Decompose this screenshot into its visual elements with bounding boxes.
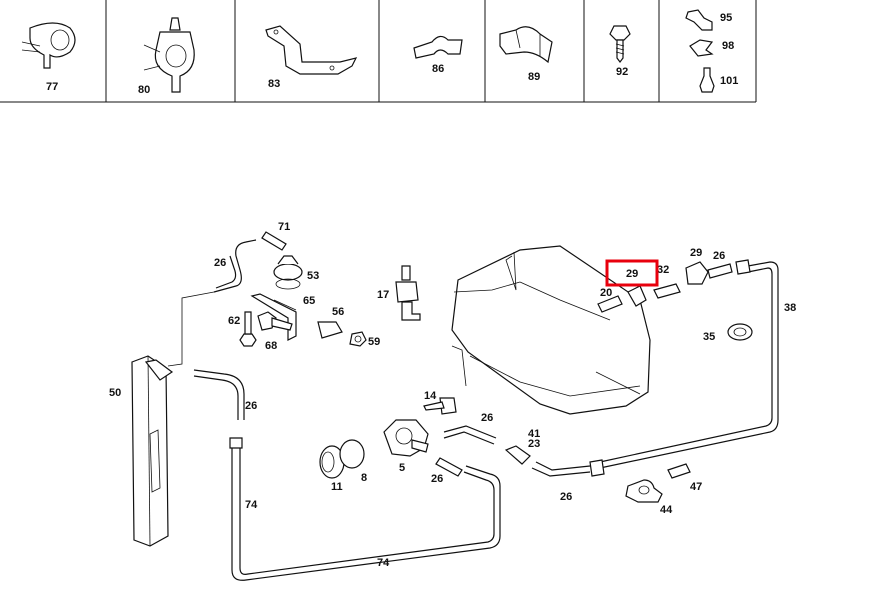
- label-26: 26: [560, 491, 572, 503]
- hose-26-top-left[interactable]: [213, 239, 257, 293]
- hose-38[interactable]: [599, 261, 779, 469]
- pipe-47[interactable]: [667, 463, 691, 479]
- label-17: 17: [377, 289, 389, 301]
- label-47: 47: [690, 481, 702, 493]
- clip-44[interactable]: [625, 479, 663, 503]
- cap-101-icon[interactable]: [699, 67, 715, 93]
- hose-74[interactable]: [231, 444, 501, 581]
- label-101: 101: [720, 75, 738, 87]
- label-56: 56: [332, 306, 344, 318]
- purge-valve-5[interactable]: [383, 419, 429, 457]
- clip-89-icon[interactable]: [499, 26, 553, 64]
- hose-26-lower-right[interactable]: [535, 461, 591, 471]
- screw-68[interactable]: [257, 311, 293, 331]
- label-86: 86: [432, 63, 444, 75]
- label-62: 62: [228, 315, 240, 327]
- label-89: 89: [528, 71, 540, 83]
- fitting-56[interactable]: [317, 321, 343, 339]
- elbow-95-icon[interactable]: [685, 9, 713, 31]
- elbow-29[interactable]: [685, 261, 709, 285]
- check-valve-17[interactable]: [395, 265, 421, 321]
- clip-86-icon[interactable]: [413, 35, 463, 59]
- bracket-65[interactable]: [250, 293, 297, 341]
- label-74: 74: [245, 499, 258, 511]
- connector-26-38[interactable]: [735, 259, 751, 275]
- connector-38[interactable]: [589, 459, 605, 477]
- label-80: 80: [138, 84, 150, 96]
- label-77: 77: [46, 81, 58, 93]
- label-8: 8: [361, 472, 367, 484]
- callout-labels: 71 26 53 65 17 56 62 68 59 50 26 14 26 4…: [109, 221, 796, 569]
- label-5: 5: [399, 462, 405, 474]
- label-20: 20: [600, 287, 612, 299]
- label-65: 65: [303, 295, 315, 307]
- pipe-26-lower[interactable]: [435, 457, 463, 477]
- label-29-highlighted: 29: [626, 268, 638, 280]
- grommet-35[interactable]: [727, 323, 753, 341]
- label-11: 11: [331, 481, 343, 493]
- connector-74-top[interactable]: [229, 437, 243, 449]
- hose-26-left-middle[interactable]: [193, 375, 239, 420]
- label-14: 14: [424, 390, 437, 402]
- valve-29[interactable]: [627, 285, 647, 307]
- connector-41-23[interactable]: [504, 445, 531, 465]
- fitting-32[interactable]: [653, 283, 681, 299]
- clamp-77-icon[interactable]: [21, 22, 76, 69]
- label-26: 26: [245, 400, 257, 412]
- label-26: 26: [431, 473, 443, 485]
- label-71: 71: [278, 221, 290, 233]
- highlight-box: [605, 259, 659, 287]
- label-26: 26: [481, 412, 493, 424]
- label-26: 26: [214, 257, 226, 269]
- label-74: 74: [377, 557, 390, 569]
- clamp-80-icon[interactable]: [143, 17, 195, 93]
- filter-8[interactable]: [339, 439, 365, 469]
- label-26: 26: [713, 250, 725, 262]
- label-29: 29: [690, 247, 702, 259]
- label-59: 59: [368, 336, 380, 348]
- label-92: 92: [616, 66, 628, 78]
- clip-98-icon[interactable]: [689, 39, 714, 57]
- label-50: 50: [109, 387, 121, 399]
- top-parts-table: 77 80 83 86 89: [0, 0, 757, 103]
- label-83: 83: [268, 78, 280, 90]
- bracket-83-icon[interactable]: [265, 25, 358, 75]
- label-23: 23: [528, 438, 540, 450]
- label-38: 38: [784, 302, 796, 314]
- label-53: 53: [307, 270, 319, 282]
- mount-plate-50[interactable]: [131, 355, 174, 547]
- screw-14[interactable]: [423, 397, 457, 415]
- valve-53[interactable]: [273, 255, 303, 290]
- label-68: 68: [265, 340, 277, 352]
- pipe-71[interactable]: [261, 231, 287, 251]
- label-98: 98: [722, 40, 734, 52]
- screw-92-icon[interactable]: [609, 25, 631, 63]
- label-32: 32: [657, 264, 669, 276]
- nut-59[interactable]: [349, 331, 367, 347]
- screw-62[interactable]: [239, 311, 257, 347]
- label-44: 44: [660, 504, 673, 516]
- pipe-26-top-right[interactable]: [707, 263, 733, 279]
- label-95: 95: [720, 12, 732, 24]
- pipe-20[interactable]: [597, 295, 623, 313]
- hose-26-middle[interactable]: [443, 425, 497, 439]
- label-35: 35: [703, 331, 715, 343]
- label-41: 41: [528, 428, 540, 440]
- charcoal-canister[interactable]: [451, 245, 651, 415]
